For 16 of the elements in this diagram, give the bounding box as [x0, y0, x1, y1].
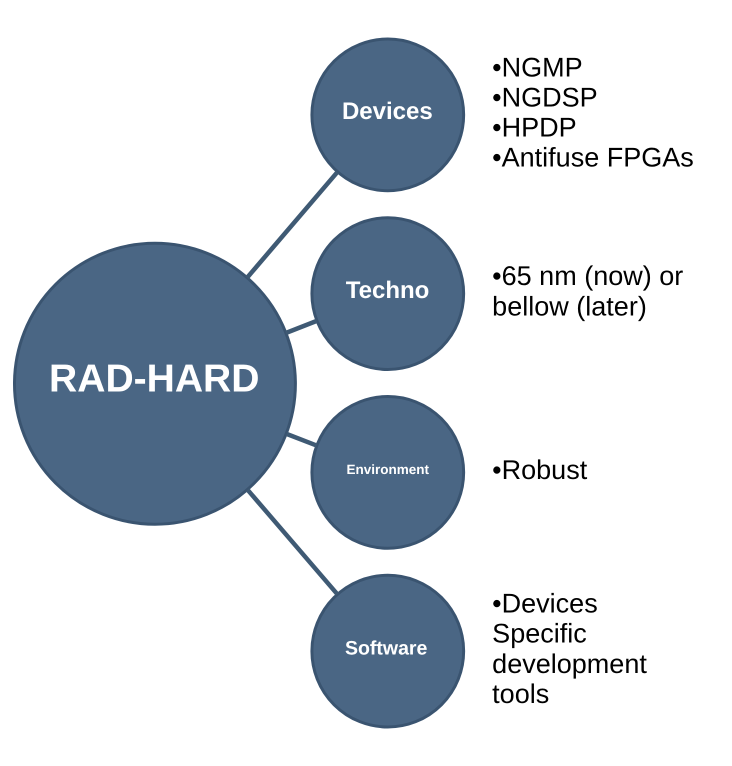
node-circle: Techno: [310, 216, 466, 371]
node-circle: Devices: [310, 38, 466, 192]
node-circle: Environment: [310, 395, 466, 550]
node-label: •Robust: [492, 454, 588, 485]
node-circle: RAD-HARD: [13, 242, 297, 526]
node-label: •NGMP: [492, 52, 583, 82]
node-label: •NGDSP: [492, 82, 598, 112]
node-label: •Antifuse FPGAs: [492, 142, 694, 173]
connector: [285, 318, 318, 335]
connector: [246, 170, 339, 279]
node-label: •HPDP: [492, 112, 577, 142]
connector: [286, 432, 318, 448]
node-label: •Devices Specific development tools: [492, 588, 647, 709]
node-circle: Software: [310, 574, 466, 728]
connector: [246, 488, 339, 596]
node-label: •65 nm (now) or bellow (later): [492, 261, 684, 322]
